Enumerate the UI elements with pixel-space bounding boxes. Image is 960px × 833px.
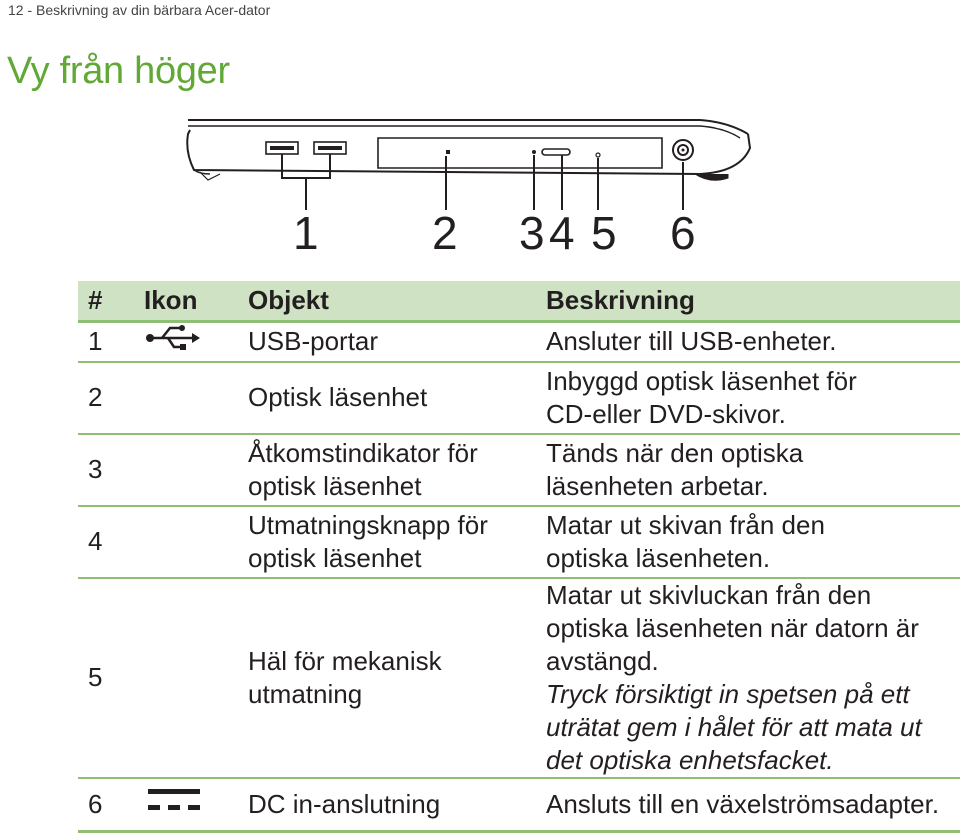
row-object: Utmatningsknapp för optisk läsenhet (248, 509, 488, 573)
table-row: 3 Åtkomstindikator för optisk läsenhet T… (78, 433, 960, 506)
usb-port-2 (313, 141, 347, 155)
row-num: 6 (88, 788, 103, 819)
header-description: Beskrivning (546, 284, 695, 315)
row-description: Matar ut skivluckan från den optiska läs… (546, 579, 919, 676)
table-row: 2 Optisk läsenhet Inbyggd optisk läsenhe… (78, 361, 960, 434)
row-description: Ansluter till USB-enheter. (546, 326, 837, 356)
row-description: Inbyggd optisk läsenhet för CD-eller DVD… (546, 365, 857, 429)
row-num: 4 (88, 526, 103, 556)
callout-4: 4 (549, 207, 575, 259)
row-object: Häl för mekanisk utmatning (248, 645, 442, 709)
laptop-right-side-illustration (186, 119, 752, 210)
table-row: 6 DC in-anslutning Ansluts till en växel… (78, 777, 960, 832)
callout-5: 5 (591, 207, 617, 259)
table-row: 1 USB-portar Ansluter till USB-enheter. (78, 321, 960, 362)
table-header-row: # Ikon Objekt Beskrivning (78, 281, 960, 321)
row-object: Optisk läsenhet (248, 382, 428, 412)
dc-icon (144, 778, 248, 832)
section-title: Vy från höger (7, 50, 230, 92)
callout-3: 3 (519, 207, 545, 259)
callout-1: 1 (293, 207, 319, 259)
row-object: Åtkomstindikator för optisk läsenhet (248, 437, 478, 501)
usb-icon (144, 321, 248, 362)
row-num: 3 (88, 454, 103, 484)
dc-jack (672, 139, 694, 161)
callout-lines (281, 154, 684, 210)
row-description: Tänds när den optiska läsenheten arbetar… (546, 437, 804, 501)
page-header: 12 - Beskrivning av din bärbara Acer-dat… (8, 2, 271, 18)
header-num: # (88, 284, 103, 315)
eject-button-shape (541, 148, 571, 156)
row-num: 1 (88, 326, 103, 356)
port-description-table: # Ikon Objekt Beskrivning 1 USB-portar (78, 281, 960, 833)
row-num: 5 (88, 662, 103, 692)
header-object: Objekt (248, 284, 329, 315)
callout-6: 6 (670, 207, 696, 259)
row-object: DC in-anslutning (248, 788, 441, 819)
row-num: 2 (88, 382, 103, 412)
header-icon: Ikon (144, 284, 198, 315)
usb-port-1 (265, 141, 299, 155)
callout-2: 2 (432, 207, 458, 259)
row-description-note: Tryck försiktigt in spetsen på ett uträt… (546, 678, 922, 775)
table-row: 4 Utmatningsknapp för optisk läsenhet Ma… (78, 505, 960, 578)
table-row: 5 Häl för mekanisk utmatning Matar ut sk… (78, 577, 960, 778)
row-description: Matar ut skivan från den optiska läsenhe… (546, 509, 825, 573)
optical-drive-tray (377, 137, 663, 169)
row-object: USB-portar (248, 326, 379, 356)
row-description: Ansluts till en växelströmsadapter. (546, 788, 940, 819)
